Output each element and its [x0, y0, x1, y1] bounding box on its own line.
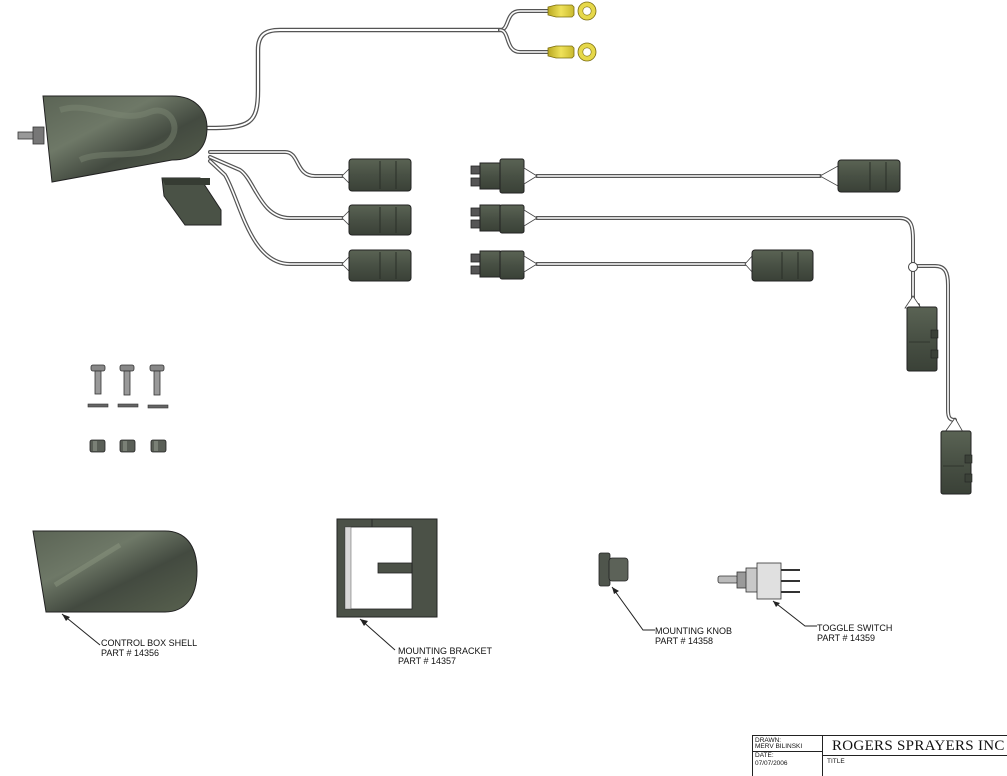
- callout-name: CONTROL BOX SHELL: [101, 638, 198, 648]
- mounting-bracket: [336, 518, 438, 651]
- connector-male: [470, 158, 538, 194]
- plug-end: [744, 249, 814, 282]
- sensor-connector: [904, 295, 939, 372]
- date-value: 07/07/2006: [755, 760, 788, 767]
- leader-line: [61, 613, 101, 646]
- wires: [205, 9, 957, 422]
- callout-toggle-switch: TOGGLE SWITCH PART # 14359: [817, 623, 892, 643]
- ring-terminal: [547, 1, 597, 21]
- connector-female: [341, 204, 412, 236]
- date-label: DATE:: [755, 752, 774, 759]
- company-name: ROGERS SPRAYERS INC: [832, 738, 1005, 754]
- nut: [89, 439, 106, 453]
- splice-node: [908, 262, 918, 272]
- title-block: DRAWN: MERV BILINSKI DATE: 07/07/2006 RO…: [752, 735, 1007, 776]
- leader-line: [359, 618, 396, 651]
- toggle-lever: [17, 131, 35, 140]
- connector-female: [341, 158, 412, 192]
- sensor-connector: [940, 417, 973, 495]
- callout-control-box-shell: CONTROL BOX SHELL PART # 14356: [101, 638, 197, 658]
- callout-part-number: PART # 14358: [655, 636, 714, 646]
- control-box-shell: [32, 530, 198, 646]
- drawn-by: MERV BILINSKI: [755, 743, 803, 750]
- divider: [823, 755, 1007, 756]
- leader-line: [611, 586, 655, 631]
- callout-mounting-bracket: MOUNTING BRACKET PART # 14357: [398, 646, 492, 666]
- callout-part-number: PART # 14356: [101, 648, 160, 658]
- callout-name: TOGGLE SWITCH: [817, 623, 893, 633]
- divider: [753, 751, 822, 752]
- screw: [147, 364, 169, 409]
- hardware: [87, 364, 169, 453]
- ring-terminal: [547, 42, 597, 62]
- plug-end: [819, 159, 901, 193]
- title-block-info: DRAWN: MERV BILINSKI DATE: 07/07/2006: [753, 736, 823, 776]
- screw: [117, 364, 139, 408]
- nut: [119, 439, 136, 453]
- callout-part-number: PART # 14357: [398, 656, 457, 666]
- leader-line: [772, 600, 817, 627]
- control-box-assembly: [17, 95, 222, 226]
- title-label: TITLE: [827, 758, 845, 765]
- connector-male: [470, 250, 538, 280]
- callout-name: MOUNTING KNOB: [655, 626, 733, 636]
- screw: [87, 364, 109, 408]
- callout-part-number: PART # 14359: [817, 633, 876, 643]
- drawn-label: DRAWN:: [755, 737, 782, 744]
- connector-female: [341, 249, 412, 282]
- callout-name: MOUNTING BRACKET: [398, 646, 493, 656]
- connector-male: [470, 204, 538, 234]
- callout-mounting-knob: MOUNTING KNOB PART # 14358: [655, 626, 732, 646]
- toggle-switch: [717, 562, 817, 627]
- nut: [150, 439, 167, 453]
- mounting-knob: [598, 552, 655, 631]
